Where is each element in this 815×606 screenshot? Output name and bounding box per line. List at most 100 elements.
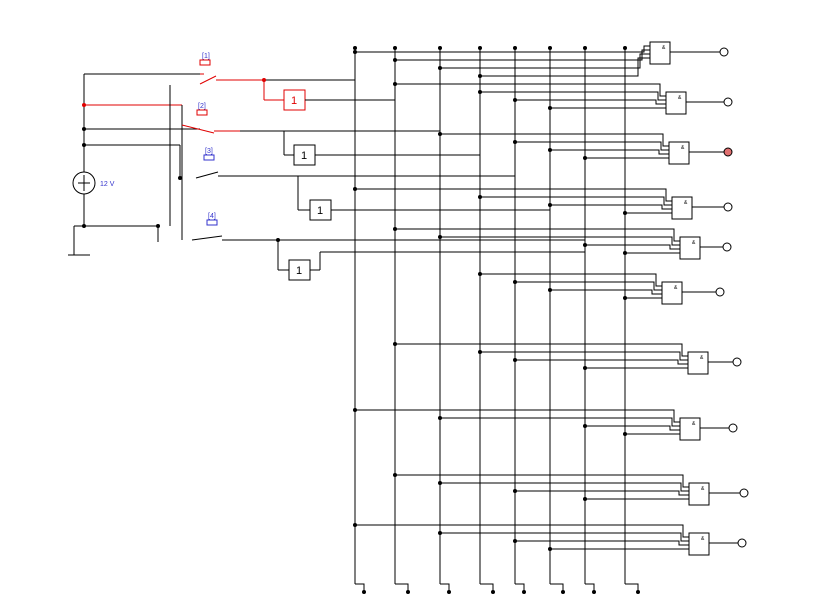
- gate-input-wire: [395, 343, 688, 357]
- bus-terminal-node: [491, 590, 495, 594]
- gate-input-wire: [440, 53, 650, 69]
- bus-terminal-node: [592, 590, 596, 594]
- output-lamp: [723, 97, 733, 107]
- and-gate-symbol: &: [700, 355, 704, 361]
- and-gate-symbol: &: [681, 145, 685, 151]
- inverter-4-symbol: 1: [296, 265, 302, 277]
- switch-2-label: [2]: [198, 103, 206, 110]
- bus-tap-node: [438, 531, 442, 535]
- and-gate: [688, 532, 710, 556]
- bus-tap-node: [623, 251, 627, 255]
- bus-tap-node: [583, 497, 587, 501]
- bus-tap-node: [353, 50, 357, 54]
- and-gate: [649, 41, 671, 65]
- bus-tap-node: [583, 424, 587, 428]
- gate-input-wire: [480, 273, 662, 287]
- gate-input-wire: [480, 91, 666, 101]
- bus-terminal-node: [636, 590, 640, 594]
- gate-input-wire: [355, 409, 680, 423]
- bus-top-node: [583, 46, 587, 50]
- inverter-1-symbol: 1: [291, 95, 297, 107]
- bus-tap-node: [478, 195, 482, 199]
- switch-1[interactable]: [1]: [199, 53, 264, 85]
- inverter-3: 1: [297, 176, 550, 221]
- gate-input-wire: [440, 482, 689, 492]
- bus-tap-node: [438, 66, 442, 70]
- bus-tap-node: [353, 523, 357, 527]
- signal-buses: [353, 46, 640, 594]
- bus-tap-node: [393, 58, 397, 62]
- bus-top-node: [393, 46, 397, 50]
- inverter-1: 1: [263, 80, 395, 111]
- output-lamp: [739, 488, 749, 498]
- gate-input-wire: [355, 188, 672, 202]
- inverter-4: 1: [277, 240, 585, 281]
- bus-terminal: [480, 583, 494, 592]
- bus-tap-node: [513, 358, 517, 362]
- bus-tap-node: [393, 473, 397, 477]
- and-gate: [687, 351, 709, 375]
- ground-symbol: [68, 226, 90, 256]
- bus-terminal: [355, 583, 365, 592]
- switch-3[interactable]: [3]: [195, 148, 296, 179]
- bus-top-node: [513, 46, 517, 50]
- switch-2[interactable]: [2]: [181, 103, 240, 134]
- bus-top-node: [438, 46, 442, 50]
- bus-tap-node: [478, 272, 482, 276]
- output-lamp: [732, 357, 742, 367]
- and-gate: [688, 482, 710, 506]
- gate-input-wire: [355, 524, 689, 538]
- gate-input-wire: [550, 289, 662, 295]
- and-gate-symbol: &: [662, 45, 666, 51]
- source-voltage-label: 12 V: [100, 181, 115, 188]
- gate-input-wire: [355, 45, 650, 53]
- output-lamp: [737, 538, 747, 548]
- bus-terminal-node: [522, 590, 526, 594]
- output-lamp: [715, 287, 725, 297]
- bus-tap-node: [478, 74, 482, 78]
- bus-tap-node: [548, 203, 552, 207]
- bus-tap-node: [438, 132, 442, 136]
- bus-terminal: [585, 583, 595, 592]
- bus-tap-node: [393, 342, 397, 346]
- bus-tap-node: [353, 187, 357, 191]
- gate-input-wire: [515, 141, 669, 151]
- bus-tap-node: [583, 243, 587, 247]
- bus-terminal-node: [362, 590, 366, 594]
- output-lamp: [719, 47, 729, 57]
- output-lamp: [723, 202, 733, 212]
- and-gate-symbol: &: [701, 536, 705, 542]
- bus-tap-node: [353, 408, 357, 412]
- bus-tap-node: [478, 350, 482, 354]
- bus-tap-node: [393, 227, 397, 231]
- bus-tap-node: [513, 489, 517, 493]
- bus-terminal-node: [561, 590, 565, 594]
- output-lamp: [728, 423, 738, 433]
- bus-tap-node: [438, 235, 442, 239]
- and-gate: [679, 417, 701, 441]
- inverter-2-symbol: 1: [301, 150, 307, 162]
- and-gate-symbol: &: [692, 421, 696, 427]
- gate-input-wire: [480, 351, 688, 361]
- and-gate-symbol: &: [684, 200, 688, 206]
- bus-terminal: [515, 583, 525, 592]
- and-gate-symbol: &: [701, 486, 705, 492]
- bus-top-node: [353, 46, 357, 50]
- bus-terminal: [550, 583, 564, 592]
- and-gate-symbol: &: [678, 95, 682, 101]
- bus-tap-node: [478, 90, 482, 94]
- and-gate-symbol: &: [674, 285, 678, 291]
- bus-tap-node: [548, 148, 552, 152]
- bus-tap-node: [438, 416, 442, 420]
- gate-input-wire: [440, 236, 680, 246]
- and-gate-symbol: &: [692, 240, 696, 246]
- switch-4[interactable]: [4]: [191, 213, 278, 241]
- gate-input-wire: [550, 204, 672, 210]
- bus-terminal: [625, 583, 639, 592]
- gate-input-wire: [395, 228, 680, 242]
- gate-input-wire: [480, 57, 650, 77]
- and-gate: [661, 281, 683, 305]
- bus-top-node: [623, 46, 627, 50]
- switch-3-label: [3]: [205, 148, 213, 155]
- gate-input-wire: [395, 83, 666, 97]
